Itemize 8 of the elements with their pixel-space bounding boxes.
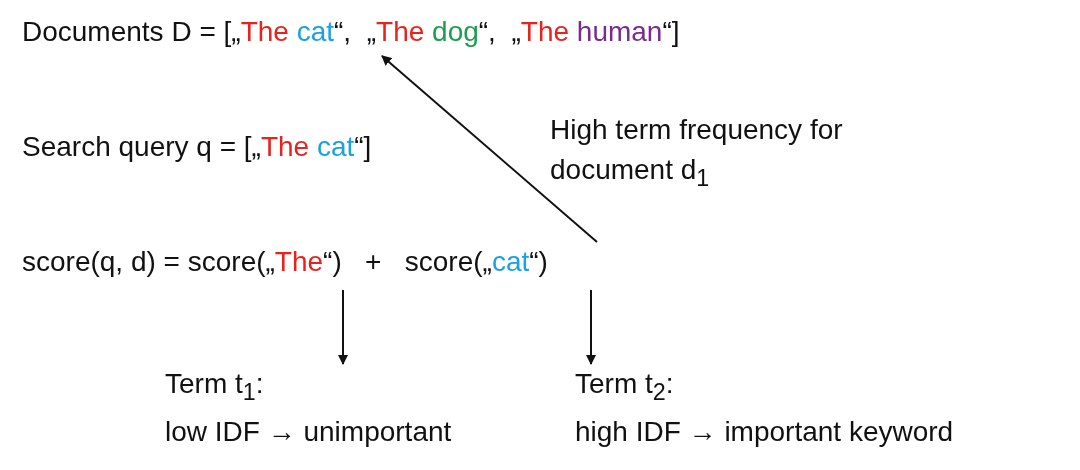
arrow: [586, 289, 596, 365]
arrow: [338, 289, 348, 365]
term-note: Term t$_{1}$: low IDF → unimportant: [165, 364, 525, 448]
query-text: Search query q = [„The cat“]: [22, 127, 462, 171]
document-list-text: Documents D = [„The cat“, „The dog“, „The human“]: [22, 12, 842, 56]
term-note: Term t$_{2}$: high IDF → important keyword: [575, 364, 1045, 448]
arrow: [381, 55, 598, 243]
score-formula: score(q, d) = score(„The“) + score(„cat“): [22, 242, 662, 290]
